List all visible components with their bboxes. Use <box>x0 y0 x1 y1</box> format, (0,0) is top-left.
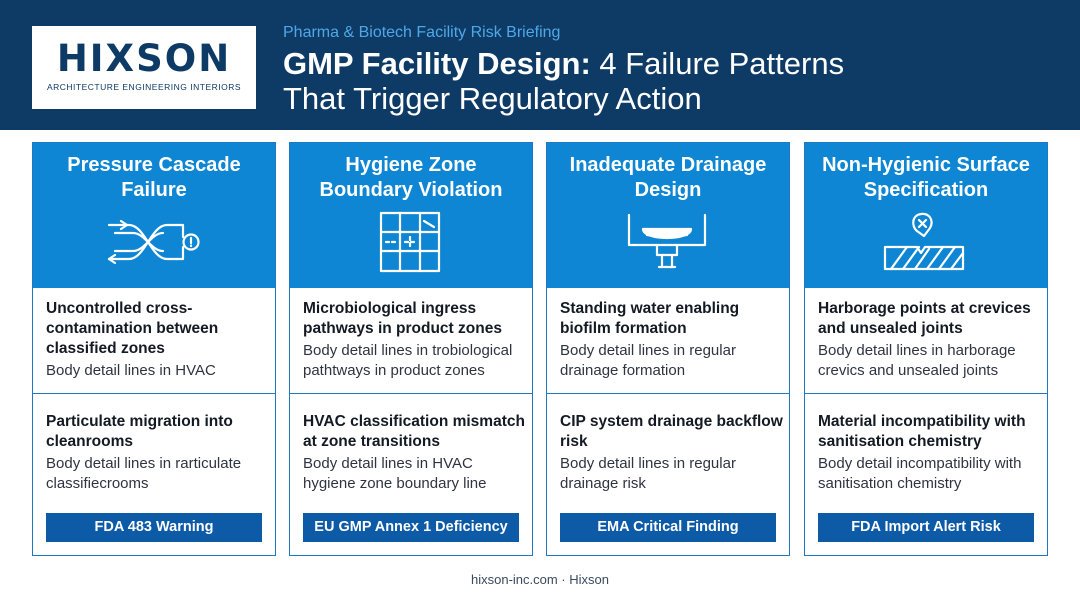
point-heading: Microbiological ingress pathways in prod… <box>303 300 502 337</box>
page-title-line-1: GMP Facility Design: 4 Failure Patterns <box>283 46 844 82</box>
point-heading: Particulate migration into cleanrooms <box>46 413 233 450</box>
regulatory-badge: EMA Critical Finding <box>560 513 776 542</box>
regulatory-badge: EU GMP Annex 1 Deficiency <box>303 513 519 542</box>
section-divider <box>33 393 275 394</box>
regulatory-badge: FDA Import Alert Risk <box>818 513 1034 542</box>
failure-point-2: Particulate migration into cleanrooms Bo… <box>46 412 269 494</box>
floor-plan-grid-icon <box>362 211 458 273</box>
point-heading: HVAC classification mismatch at zone tra… <box>303 413 525 450</box>
failure-point-2: Material incompatibility with sanitisati… <box>818 412 1041 494</box>
point-heading: CIP system drainage backflow risk <box>560 413 783 450</box>
title-bold: GMP Facility Design: <box>283 46 591 81</box>
point-heading: Standing water enabling biofilm formatio… <box>560 300 740 337</box>
card-title: Hygiene Zone Boundary Violation <box>319 154 503 201</box>
point-body: Body detail lines in regular drainage fo… <box>560 342 736 379</box>
logo-tagline: ARCHITECTURE ENGINEERING INTERIORS <box>46 82 242 92</box>
point-body: Body detail lines in rarticulate classif… <box>46 455 242 492</box>
failure-card-surface: Non-Hygienic Surface Specification Harbo… <box>804 142 1048 556</box>
point-body: Body detail lines in trobiological patht… <box>303 342 513 379</box>
logo-wordmark: HIXSON <box>56 37 232 80</box>
card-header: Hygiene Zone Boundary Violation <box>290 143 532 288</box>
point-heading: Material incompatibility with sanitisati… <box>818 413 1026 450</box>
card-title: Pressure Cascade Failure <box>67 154 241 201</box>
floor-drain-icon <box>619 211 715 273</box>
card-title: Non-Hygienic Surface Specification <box>822 154 1030 201</box>
card-title: Inadequate Drainage Design <box>569 154 767 201</box>
header-banner: HIXSON ARCHITECTURE ENGINEERING INTERIOR… <box>0 0 1080 130</box>
section-divider <box>547 393 789 394</box>
card-header: Inadequate Drainage Design <box>547 143 789 288</box>
regulatory-badge: FDA 483 Warning <box>46 513 262 542</box>
point-heading: Uncontrolled cross-contamination between… <box>46 300 219 357</box>
card-header: Pressure Cascade Failure <box>33 143 275 288</box>
title-rest: 4 Failure Patterns <box>590 46 845 81</box>
failure-point-1: Uncontrolled cross-contamination between… <box>46 299 269 381</box>
failure-point-1: Harborage points at crevices and unseale… <box>818 299 1041 381</box>
point-body: Body detail lines in harborage crevics a… <box>818 342 1016 379</box>
card-header: Non-Hygienic Surface Specification <box>805 143 1047 288</box>
failure-card-drainage: Inadequate Drainage Design Standing wate… <box>546 142 790 556</box>
surface-crevice-marker-icon <box>877 211 973 273</box>
point-body: Body detail lines in HVAC hygiene zone b… <box>303 455 487 492</box>
point-body: Body detail incompatibility with sanitis… <box>818 455 1022 492</box>
point-body: Body detail lines in regular drainage ri… <box>560 455 736 492</box>
section-divider <box>290 393 532 394</box>
failure-point-2: HVAC classification mismatch at zone tra… <box>303 412 526 494</box>
airflow-crossover-warning-icon <box>105 211 201 273</box>
failure-card-hygiene-zone: Hygiene Zone Boundary Violation Microbio… <box>289 142 533 556</box>
point-heading: Harborage points at crevices and unseale… <box>818 300 1031 337</box>
point-body: Body detail lines in HVAC <box>46 362 216 379</box>
failure-card-pressure-cascade: Pressure Cascade Failure Uncontrolled cr… <box>32 142 276 556</box>
section-divider <box>805 393 1047 394</box>
failure-point-1: Microbiological ingress pathways in prod… <box>303 299 526 381</box>
failure-point-1: Standing water enabling biofilm formatio… <box>560 299 783 381</box>
page-title-line-2: That Trigger Regulatory Action <box>283 81 702 116</box>
failure-point-2: CIP system drainage backflow risk Body d… <box>560 412 783 494</box>
briefing-kicker: Pharma & Biotech Facility Risk Briefing <box>283 24 561 41</box>
footer-link[interactable]: hixson-inc.com · Hixson <box>471 572 609 587</box>
hixson-logo[interactable]: HIXSON ARCHITECTURE ENGINEERING INTERIOR… <box>32 26 256 109</box>
